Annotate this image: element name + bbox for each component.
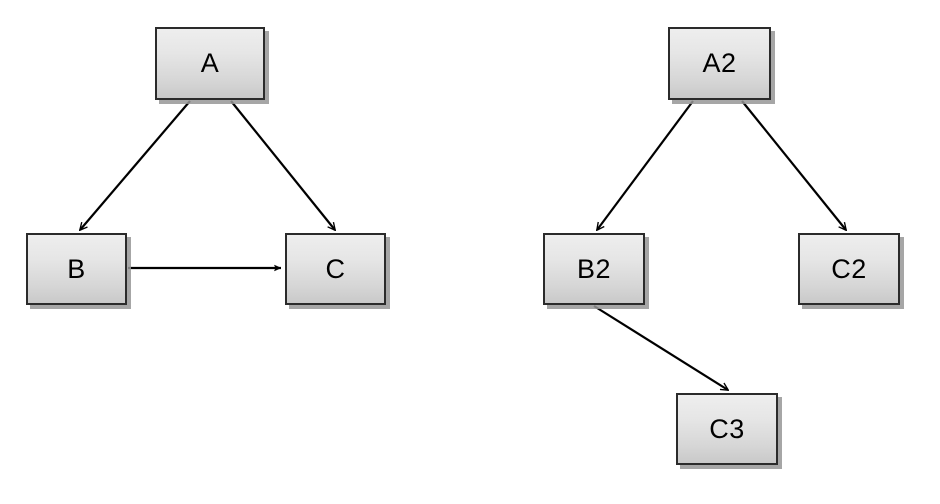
- node-a-label: A: [200, 48, 220, 78]
- node-a2-label: A2: [702, 48, 737, 78]
- node-b2-label: B2: [576, 253, 612, 284]
- node-c2-label: C2: [831, 253, 867, 284]
- edge-a-b: [80, 100, 191, 230]
- node-b[interactable]: B: [26, 233, 127, 305]
- node-c2[interactable]: C2: [798, 233, 900, 305]
- node-c[interactable]: C: [285, 233, 386, 305]
- node-c3-label: C3: [709, 413, 745, 444]
- node-b-label: B: [67, 253, 86, 284]
- edge-a-c: [230, 100, 335, 230]
- edge-b2-c3: [593, 305, 728, 390]
- edge-a2-c2: [741, 100, 846, 230]
- node-a[interactable]: A: [155, 27, 265, 100]
- node-b2[interactable]: B2: [543, 233, 645, 305]
- edges-group: [80, 100, 846, 390]
- node-a2[interactable]: A2: [668, 27, 771, 100]
- node-c3[interactable]: C3: [676, 393, 778, 465]
- edge-a2-b2: [597, 100, 694, 230]
- node-c-label: C: [325, 253, 346, 284]
